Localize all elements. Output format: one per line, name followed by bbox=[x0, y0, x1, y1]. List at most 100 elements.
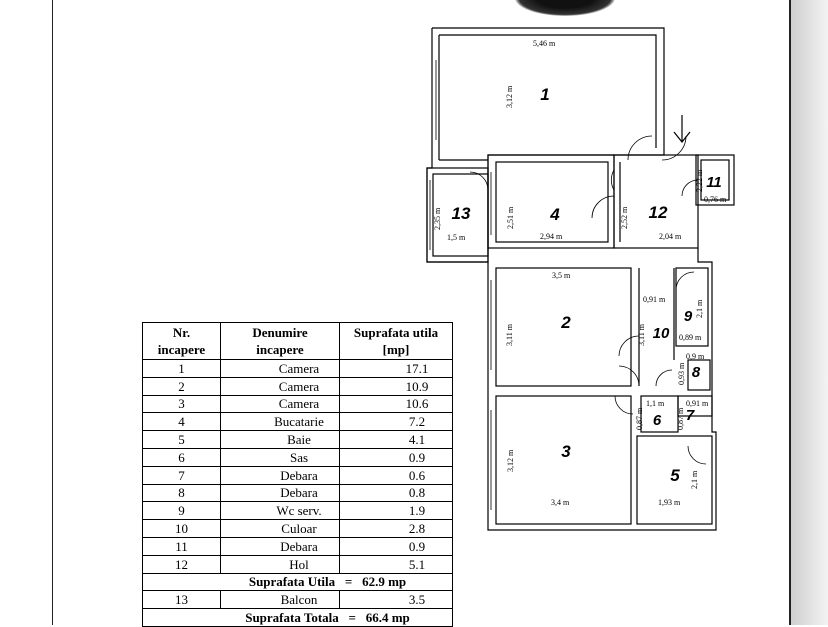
dim-label: 0,91 m bbox=[643, 295, 666, 304]
dim-label: 0,76 m bbox=[704, 195, 727, 204]
table-cell-value: 7.2 bbox=[339, 412, 453, 432]
wall-room-12 bbox=[613, 154, 699, 249]
door-arc-9 bbox=[655, 369, 673, 387]
wall-room-9 bbox=[675, 267, 709, 347]
balcon-row: 13 Balcon 3.5 bbox=[142, 590, 453, 610]
dim-label: 2,94 m bbox=[540, 232, 563, 241]
windows bbox=[429, 60, 492, 510]
wall-room-7 bbox=[677, 395, 713, 417]
table-cell-name: Baie bbox=[220, 430, 340, 449]
door-arc-8 bbox=[618, 365, 640, 387]
room-number: 9 bbox=[684, 308, 693, 325]
dim-label: 1,1 m bbox=[646, 399, 665, 408]
table-cell-nr: 10 bbox=[142, 519, 221, 538]
dim-label: 2,1 m bbox=[695, 299, 704, 318]
room-number: 10 bbox=[653, 325, 670, 342]
room-number: 8 bbox=[692, 364, 701, 381]
dim-label: 0,91 m bbox=[686, 399, 709, 408]
dim-label: 2,1 m bbox=[690, 470, 699, 489]
door-arc-10 bbox=[614, 395, 634, 415]
door-arc-4 bbox=[469, 171, 489, 191]
room-number: 3 bbox=[561, 442, 571, 461]
dim-label: 1,5 m bbox=[447, 233, 466, 242]
dim-label: 0,89 m bbox=[679, 333, 702, 342]
wall-room-5 bbox=[636, 435, 713, 525]
table-cell-nr: 7 bbox=[142, 465, 221, 485]
door-arc-12 bbox=[681, 179, 699, 197]
room-number: 4 bbox=[549, 205, 560, 224]
door-arc-11 bbox=[687, 445, 707, 465]
room-number: 13 bbox=[452, 204, 471, 223]
dim-label: 1,93 m bbox=[658, 498, 681, 507]
table-cell-name: Sas bbox=[220, 447, 340, 467]
dim-label: 3,12 m bbox=[505, 85, 514, 108]
wall-room-11-inner bbox=[700, 159, 730, 201]
door-arc-5 bbox=[610, 169, 615, 191]
header-text: Nr. bbox=[172, 325, 191, 340]
page-edge-left bbox=[52, 0, 53, 625]
table-cell-nr: 3 bbox=[142, 394, 221, 414]
table-cell-value: 0.8 bbox=[339, 483, 453, 503]
dim-label: 3,4 m bbox=[551, 498, 570, 507]
table-cell-nr: 12 bbox=[142, 554, 221, 574]
table-cell-value: 3.5 bbox=[339, 590, 453, 610]
dim-label: 2,51 m bbox=[506, 206, 515, 229]
totala-eq: = bbox=[348, 610, 356, 626]
header-text: incapere bbox=[256, 342, 304, 357]
door-arc-2 bbox=[661, 135, 687, 161]
room-number: 1 bbox=[540, 85, 549, 104]
table-cell-nr: 13 bbox=[142, 590, 221, 610]
utila-row: Suprafata Utila = 62.9 mp bbox=[142, 572, 453, 592]
table-cell-nr: 1 bbox=[142, 359, 221, 378]
page-shadow bbox=[791, 0, 828, 625]
header-suprafata: Suprafata utila[mp] bbox=[339, 322, 453, 360]
totala-value: 66.4 mp bbox=[365, 610, 410, 626]
table-cell-name: Debara bbox=[220, 483, 340, 503]
room-number: 6 bbox=[653, 412, 662, 429]
table-cell-name: Camera bbox=[220, 376, 340, 396]
table-cell-name: Debara bbox=[220, 465, 340, 485]
table-cell-value: 0.6 bbox=[339, 465, 453, 485]
table-cell-value: 0.9 bbox=[339, 536, 453, 556]
utila-eq: = bbox=[344, 574, 353, 590]
table-cell-value: 2.8 bbox=[339, 519, 453, 538]
table-cell-name: Bucatarie bbox=[220, 412, 340, 432]
dimension-labels: 5,46 m 3,12 m 2,35 m 1,5 m 2,51 m 2,94 m… bbox=[433, 39, 727, 507]
table-cell-nr: 11 bbox=[142, 536, 221, 556]
dim-label: 3,12 m bbox=[506, 449, 515, 472]
table-cell-nr: 2 bbox=[142, 376, 221, 396]
dim-label: 0,87 m bbox=[635, 407, 644, 430]
table-cell-name: Debara bbox=[220, 536, 340, 556]
door-arc-1 bbox=[627, 135, 653, 161]
totala-row: Suprafata Totala = 66.4 mp bbox=[142, 608, 453, 627]
dim-label: 0,93 m bbox=[677, 362, 686, 385]
door-arc-6 bbox=[675, 271, 695, 291]
utila-value: 62.9 mp bbox=[362, 574, 407, 590]
header-text: incapere bbox=[157, 342, 206, 357]
totala-label: Suprafata Totala bbox=[245, 610, 339, 626]
room-number: 12 bbox=[649, 203, 668, 222]
dim-label: 0,9 m bbox=[686, 352, 705, 361]
dim-label: 2,04 m bbox=[659, 232, 682, 241]
table-cell-name: Balcon bbox=[220, 590, 340, 610]
wall-inner-1 bbox=[439, 34, 657, 148]
page-edge-right bbox=[789, 0, 791, 625]
dim-label: 3,11 m bbox=[637, 323, 646, 346]
room-number: 2 bbox=[560, 313, 571, 332]
utila-label: Suprafata Utila bbox=[248, 574, 336, 590]
door-arc-7 bbox=[618, 335, 640, 357]
arrow-head bbox=[673, 131, 691, 143]
room-number: 7 bbox=[686, 407, 695, 424]
wall-room-8 bbox=[687, 359, 711, 391]
